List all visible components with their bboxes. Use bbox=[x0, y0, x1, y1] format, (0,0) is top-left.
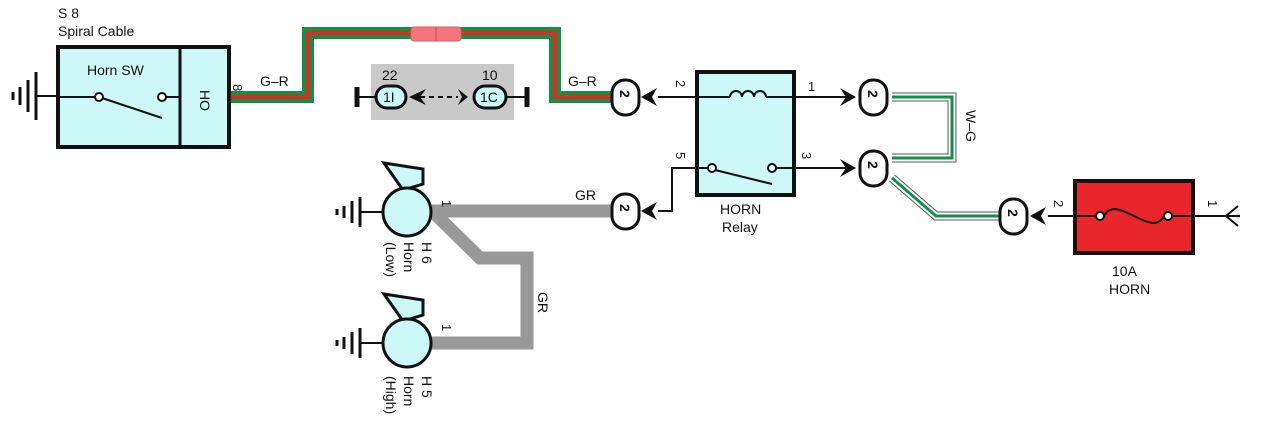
horn-low: 1 H 6 Horn (Low) bbox=[335, 160, 454, 277]
inline-connector-right-pin: 10 bbox=[482, 67, 498, 83]
fuse-rating: 10A bbox=[1112, 263, 1138, 279]
wire-label-w-g: W–G bbox=[963, 110, 979, 142]
wire-label-g-r-left: G–R bbox=[260, 73, 289, 89]
spiral-cable-ref: S 8 bbox=[58, 5, 79, 21]
relay-pin-switch-com: 5 bbox=[673, 152, 688, 159]
spiral-cable-name: Spiral Cable bbox=[58, 23, 134, 39]
inline-connector: 22 10 1I 1C bbox=[354, 64, 530, 120]
horn-high: 1 H 5 Horn (High) bbox=[335, 291, 454, 414]
relay-connector-id-2: 2 bbox=[617, 204, 633, 212]
horn-low-name2: (Low) bbox=[383, 242, 399, 277]
fuse-connector-id: 2 bbox=[1005, 209, 1021, 217]
inline-connector-left-id: 1I bbox=[383, 89, 395, 105]
relay-connector-switch-com: 2 bbox=[610, 192, 657, 231]
wire-w-g bbox=[889, 92, 1000, 221]
relay-pin-coil-in: 2 bbox=[673, 80, 688, 87]
relay-name-line2: Relay bbox=[722, 219, 758, 235]
fuse-pin-right: 1 bbox=[1205, 200, 1220, 207]
fuse-connector: 2 bbox=[998, 197, 1046, 236]
ground-symbol-horn-high bbox=[335, 328, 362, 358]
horn-relay: 2 5 1 3 HORN Relay bbox=[673, 70, 815, 235]
relay-name-line1: HORN bbox=[720, 201, 761, 217]
relay-connector-id-4: 2 bbox=[865, 161, 881, 169]
relay-connector-coil-out: 2 bbox=[840, 78, 889, 117]
horn-low-name1: Horn bbox=[401, 242, 417, 272]
relay-connector-id-3: 2 bbox=[865, 90, 881, 98]
horn-switch-pin: 8 bbox=[230, 84, 245, 91]
relay-pin-switch-no: 3 bbox=[799, 152, 814, 159]
horn-high-pin: 1 bbox=[439, 324, 454, 331]
horn-low-ref: H 6 bbox=[419, 242, 435, 264]
relay-connector-switch-no: 2 bbox=[840, 149, 889, 188]
horn-high-ref: H 5 bbox=[419, 376, 435, 398]
inline-connector-right-id: 1C bbox=[480, 89, 498, 105]
ground-symbol-horn-low bbox=[335, 197, 362, 227]
wire-label-g-r-right: G–R bbox=[568, 73, 597, 89]
wire-gr bbox=[427, 204, 612, 350]
horn-high-name1: Horn bbox=[401, 376, 417, 406]
horn-high-name2: (High) bbox=[383, 376, 399, 414]
inline-connector-left-pin: 22 bbox=[382, 67, 398, 83]
ground-symbol-switch bbox=[11, 72, 38, 120]
fuse-pin-left: 2 bbox=[1051, 200, 1066, 207]
relay-connector-coil-in: 2 bbox=[610, 78, 657, 117]
fuse-10a-horn: 2 1 10A HORN bbox=[1051, 179, 1239, 297]
horn-switch: Horn SW HO 8 bbox=[11, 45, 245, 149]
horn-low-pin: 1 bbox=[439, 200, 454, 207]
fuse-name: HORN bbox=[1109, 281, 1150, 297]
wire-label-gr-vertical: GR bbox=[535, 292, 551, 313]
fuse-feed-arrow bbox=[1224, 205, 1239, 227]
wire-black bbox=[658, 96, 1240, 217]
horn-switch-label: Horn SW bbox=[87, 62, 145, 78]
relay-connector-id: 2 bbox=[617, 90, 633, 98]
horn-switch-terminal: HO bbox=[197, 90, 213, 111]
relay-pin-coil-out: 1 bbox=[808, 79, 815, 94]
wire-label-gr-top: GR bbox=[575, 187, 596, 203]
